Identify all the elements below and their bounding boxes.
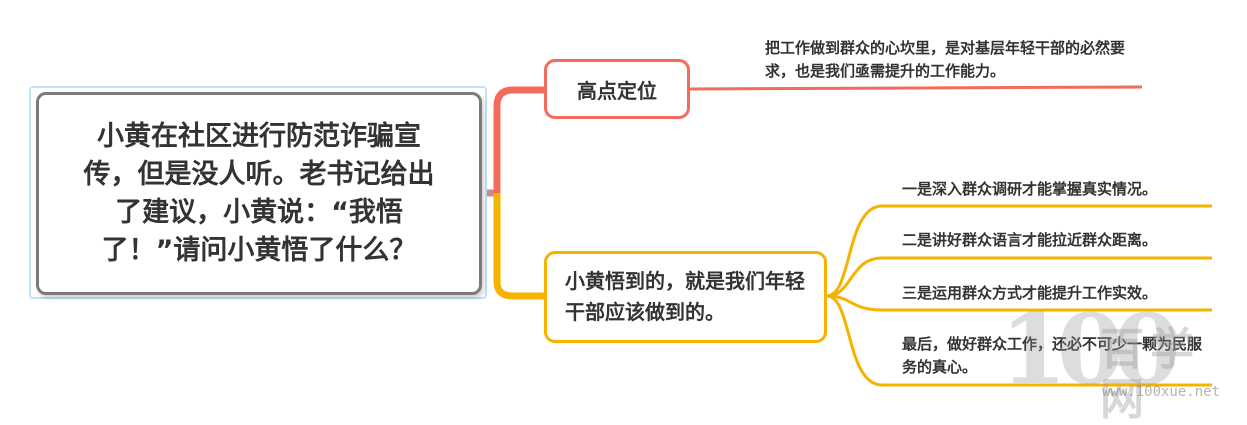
watermark-digits: 100	[1000, 293, 1180, 406]
root-topic[interactable]: 小黄在社区进行防范诈骗宣传，但是没人听。老书记给出了建议，小黄说：“我悟了！”请…	[36, 92, 482, 295]
branch-positioning-label: 高点定位	[577, 78, 657, 103]
leaf-realization-2[interactable]: 二是讲好群众语言才能拉近群众距离。	[902, 231, 1158, 249]
leaf-positioning[interactable]: 把工作做到群众的心坎里，是对基层年轻干部的必然要求，也是我们亟需提升的工作能力。	[765, 39, 1126, 80]
branch-realization[interactable]: 小黄悟到的，就是我们年轻干部应该做到的。	[544, 251, 827, 343]
leaf-realization-4[interactable]: 最后，做好群众工作，还必不可少一颗为民服务的真心。	[902, 335, 1203, 376]
root-topic-text: 小黄在社区进行防范诈骗宣传，但是没人听。老书记给出了建议，小黄说：“我悟了！”请…	[83, 120, 435, 266]
branch-realization-label: 小黄悟到的，就是我们年轻干部应该做到的。	[565, 269, 805, 324]
root-selection-frame	[29, 86, 487, 299]
leaf-realization-3[interactable]: 三是运用群众方式才能提升工作实效。	[902, 284, 1158, 302]
branch-positioning[interactable]: 高点定位	[544, 59, 690, 119]
watermark-url: www.100xue.net	[1102, 384, 1221, 400]
watermark-brand: 百学网	[1100, 324, 1200, 425]
leaf-realization-1[interactable]: 一是深入群众调研才能掌握真实情况。	[902, 180, 1158, 198]
